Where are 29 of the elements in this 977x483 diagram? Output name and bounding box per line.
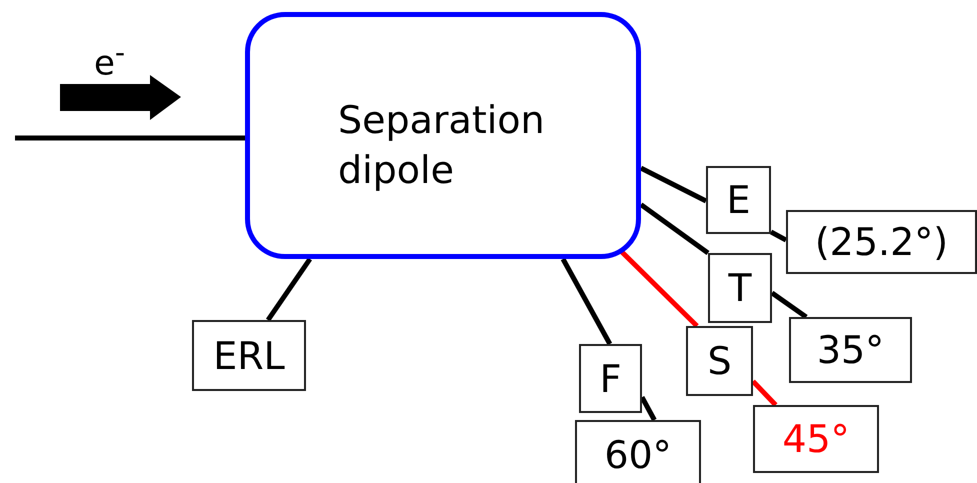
label-box	[575, 420, 701, 483]
label-box	[192, 320, 306, 391]
box-label: ERL	[213, 334, 285, 378]
connector-line	[751, 380, 778, 407]
box-label: E	[726, 178, 750, 222]
box-label: S	[707, 339, 732, 383]
label-box	[786, 210, 977, 274]
box-label: 35°	[816, 328, 884, 372]
label-box	[708, 253, 772, 323]
box-label: (25.2°)	[814, 220, 948, 264]
label-box	[706, 166, 771, 234]
electron-label: e$^{-}$	[94, 36, 126, 84]
connector-line	[266, 258, 312, 322]
label-box	[753, 405, 879, 473]
component-name: Separation dipole	[338, 97, 546, 194]
box-label: T	[728, 266, 752, 310]
label-box	[789, 317, 912, 383]
connector-line	[770, 230, 788, 242]
connector-line	[560, 258, 612, 346]
beam-line	[15, 135, 245, 140]
box-label: 60°	[604, 433, 672, 477]
label-box	[686, 326, 753, 396]
connector-line	[770, 290, 808, 320]
box-label: F	[600, 356, 622, 400]
connector-line	[640, 202, 710, 256]
box-label: 45°	[782, 417, 850, 461]
connector-line	[640, 166, 708, 204]
dipole-box	[245, 12, 641, 259]
label-box	[579, 344, 642, 413]
